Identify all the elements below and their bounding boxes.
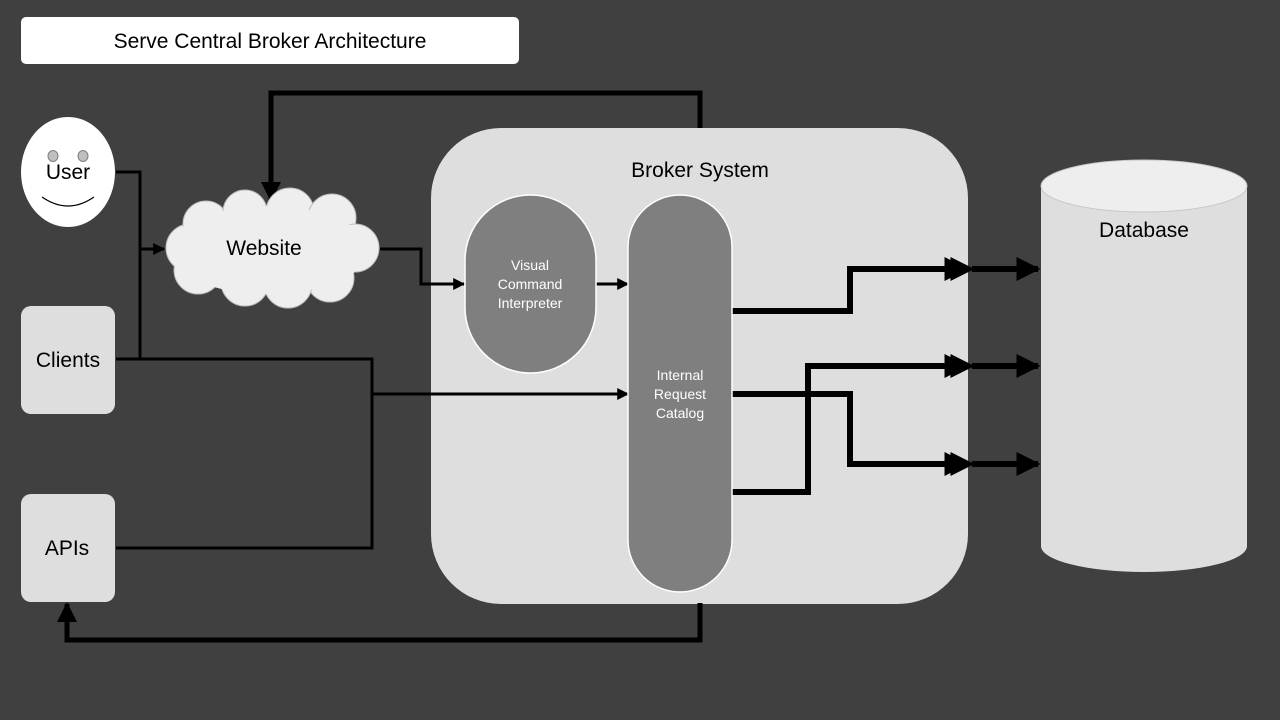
interpreter-label-line-1: Visual — [511, 257, 549, 273]
visual-command-interpreter-node: Visual Command Interpreter — [464, 194, 597, 374]
catalog-to-port2-arrow — [727, 354, 969, 495]
catalog-label-line-3: Catalog — [656, 405, 704, 421]
broker-to-website-arrow — [261, 90, 703, 202]
user-to-website-arrow — [116, 170, 166, 255]
clients-label: Clients — [36, 349, 100, 372]
catalog-label-line-2: Request — [654, 386, 706, 402]
database-node: Database — [1040, 159, 1248, 572]
database-label: Database — [1099, 219, 1189, 242]
user-left-eye — [47, 150, 59, 162]
user-right-eye — [77, 150, 89, 162]
catalog-to-port3-arrow — [732, 391, 969, 476]
diagram-title: Serve Central Broker Architecture — [114, 30, 427, 53]
user-label: User — [46, 161, 90, 184]
interpreter-label-line-2: Command — [498, 276, 563, 292]
clients-to-website-line — [116, 249, 142, 361]
internal-request-catalog-node: Internal Request Catalog — [627, 194, 733, 593]
clients-node: Clients — [21, 306, 115, 414]
broker-system-label: Broker System — [631, 159, 769, 182]
website-label: Website — [226, 237, 301, 260]
clients-to-catalog-arrow — [140, 357, 630, 400]
apis-to-catalog-line — [116, 394, 374, 550]
connectors — [57, 90, 1041, 643]
catalog-to-port1-arrow — [732, 257, 969, 314]
user-smile — [41, 196, 95, 207]
catalog-to-apis-arrow — [57, 602, 703, 643]
apis-node: APIs — [21, 494, 115, 602]
interpreter-label-line-3: Interpreter — [498, 295, 563, 311]
catalog-label-line-1: Internal — [657, 367, 704, 383]
user-node: User — [21, 117, 115, 227]
apis-label: APIs — [45, 537, 89, 560]
website-to-interpreter-arrow — [380, 247, 466, 290]
title-box: Serve Central Broker Architecture — [21, 17, 519, 64]
website-cloud-node: Website — [165, 187, 380, 309]
